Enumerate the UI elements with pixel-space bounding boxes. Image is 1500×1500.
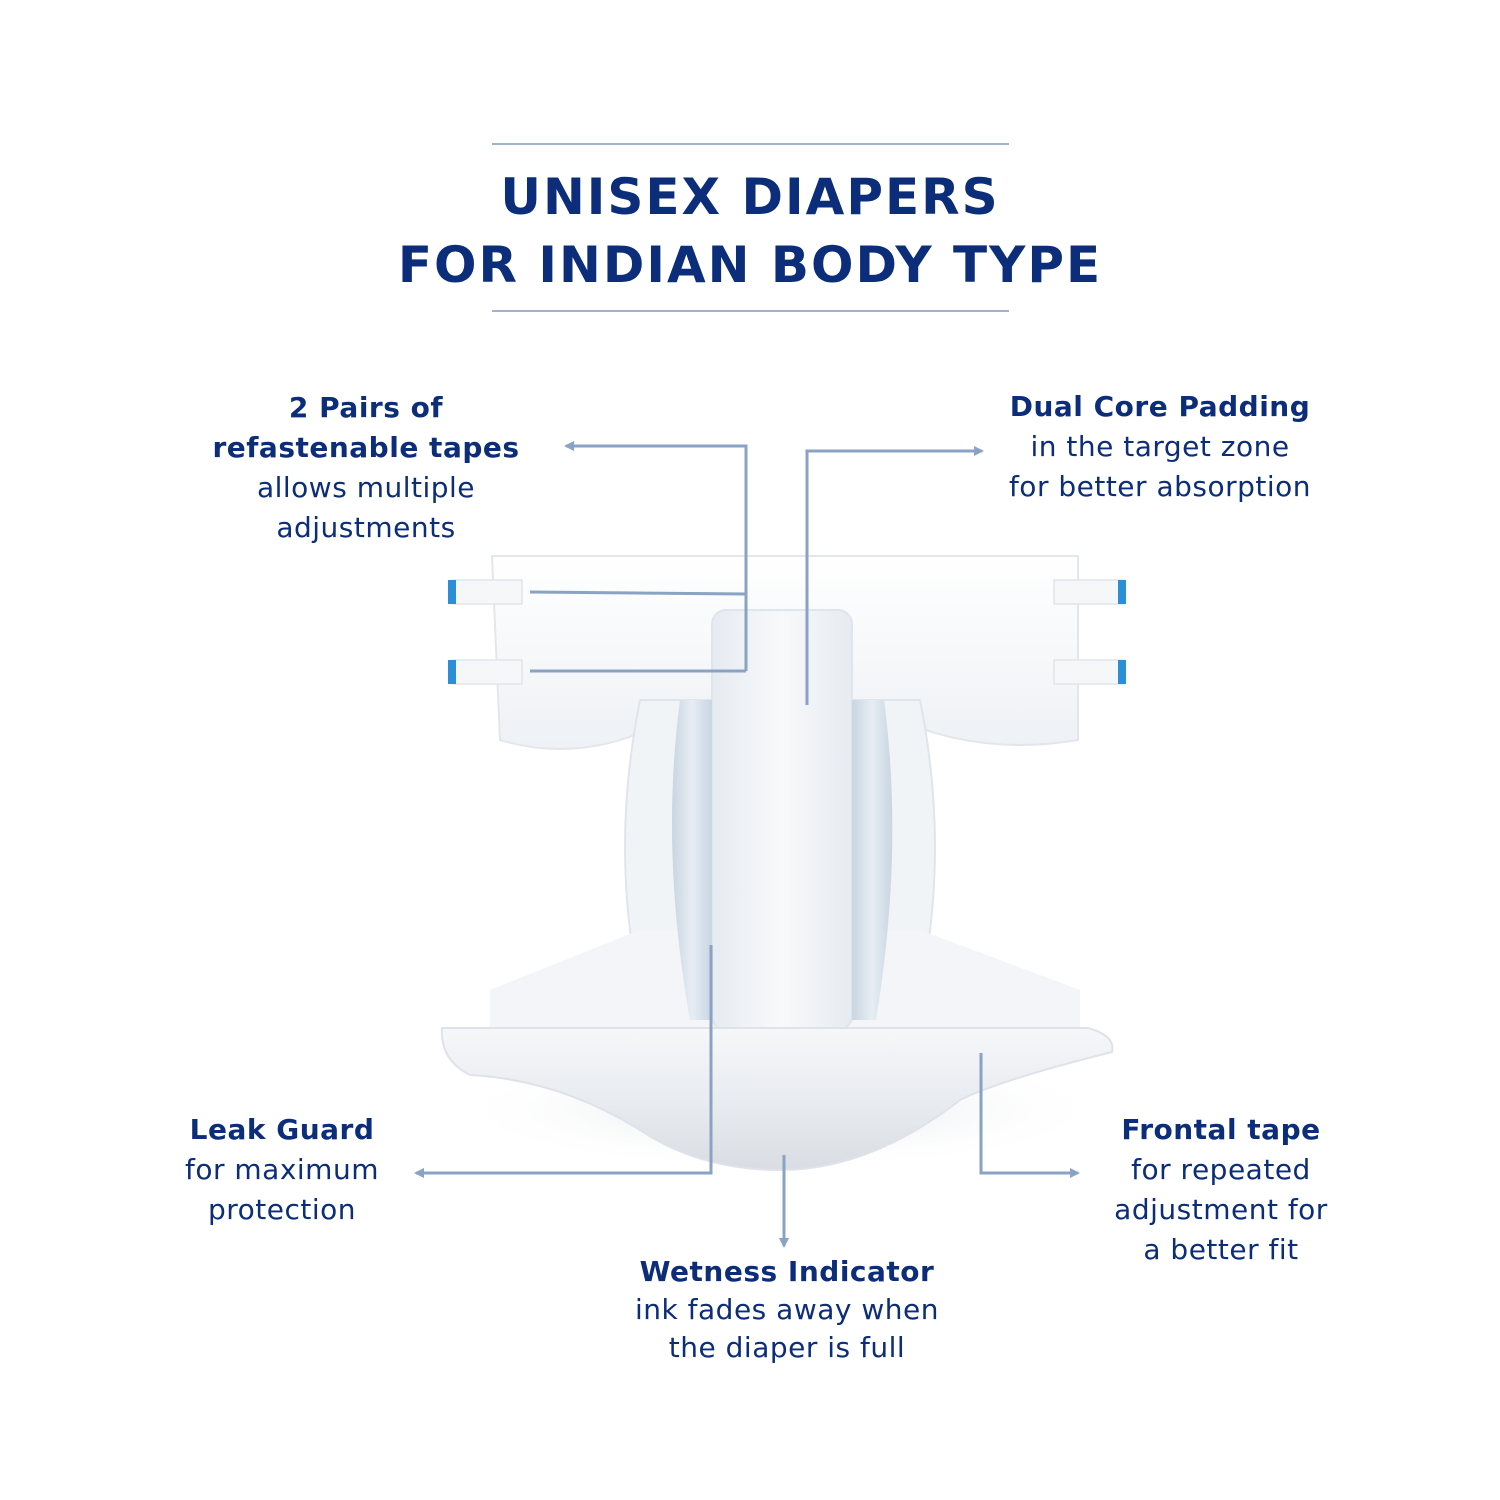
callout-leak-guard: Leak Guard for maximum protection — [132, 1110, 432, 1230]
callout-tapes-heading-1: 2 Pairs of — [288, 391, 444, 424]
title-line-1: UNISEX DIAPERS — [500, 168, 1000, 226]
side-tape-right-bottom — [1053, 659, 1125, 685]
callout-tapes-heading-2: refastenable tapes — [212, 431, 520, 464]
callout-frontal-body-3: a better fit — [1143, 1233, 1299, 1266]
title-rule-bottom — [492, 310, 1009, 312]
side-tape-right-top-blue — [1118, 580, 1126, 604]
side-tape-right-top — [1053, 579, 1125, 605]
side-tape-left-bottom-blue — [448, 660, 456, 684]
callout-frontal-body-2: adjustment for — [1114, 1193, 1328, 1226]
callout-wetness-body-2: the diaper is full — [668, 1331, 906, 1364]
callout-frontal-body-1: for repeated — [1131, 1153, 1311, 1186]
callout-core: Dual Core Padding in the target zone for… — [960, 387, 1360, 507]
side-tape-left-top — [451, 579, 523, 605]
callout-core-body-1: in the target zone — [1030, 430, 1290, 463]
callout-tapes: 2 Pairs of refastenable tapes allows mul… — [176, 388, 556, 548]
side-tape-right-bottom-blue — [1118, 660, 1126, 684]
absorbent-core — [711, 609, 853, 1031]
callout-frontal-tape: Frontal tape for repeated adjustment for… — [1071, 1110, 1371, 1270]
callout-frontal-heading: Frontal tape — [1121, 1113, 1321, 1146]
callout-core-body-2: for better absorption — [1008, 470, 1312, 503]
leg-cuff-right — [852, 700, 893, 1020]
leader-line-frontal — [979, 1053, 1080, 1178]
side-tape-left-top-blue — [448, 580, 456, 604]
callout-wetness-body-1: ink fades away when — [635, 1293, 939, 1326]
callout-tapes-body-1: allows multiple — [256, 471, 476, 504]
callout-wetness: Wetness Indicator ink fades away when th… — [587, 1253, 987, 1367]
leader-line-leak — [414, 945, 713, 1178]
callout-leak-heading: Leak Guard — [189, 1113, 375, 1146]
title-rule-top — [492, 143, 1009, 145]
diaper-front-panel — [440, 1027, 1114, 1172]
callout-leak-body-2: protection — [207, 1193, 357, 1226]
leader-line-core — [805, 446, 984, 705]
title-line-2: FOR INDIAN BODY TYPE — [397, 236, 1103, 294]
callout-wetness-heading: Wetness Indicator — [639, 1255, 935, 1288]
side-tape-left-bottom — [451, 659, 523, 685]
callout-tapes-body-2: adjustments — [276, 511, 456, 544]
callout-core-heading: Dual Core Padding — [1009, 390, 1311, 423]
leg-cuff-left — [672, 700, 712, 1020]
leader-line-tapes — [529, 446, 748, 673]
callout-leak-body-1: for maximum — [185, 1153, 379, 1186]
